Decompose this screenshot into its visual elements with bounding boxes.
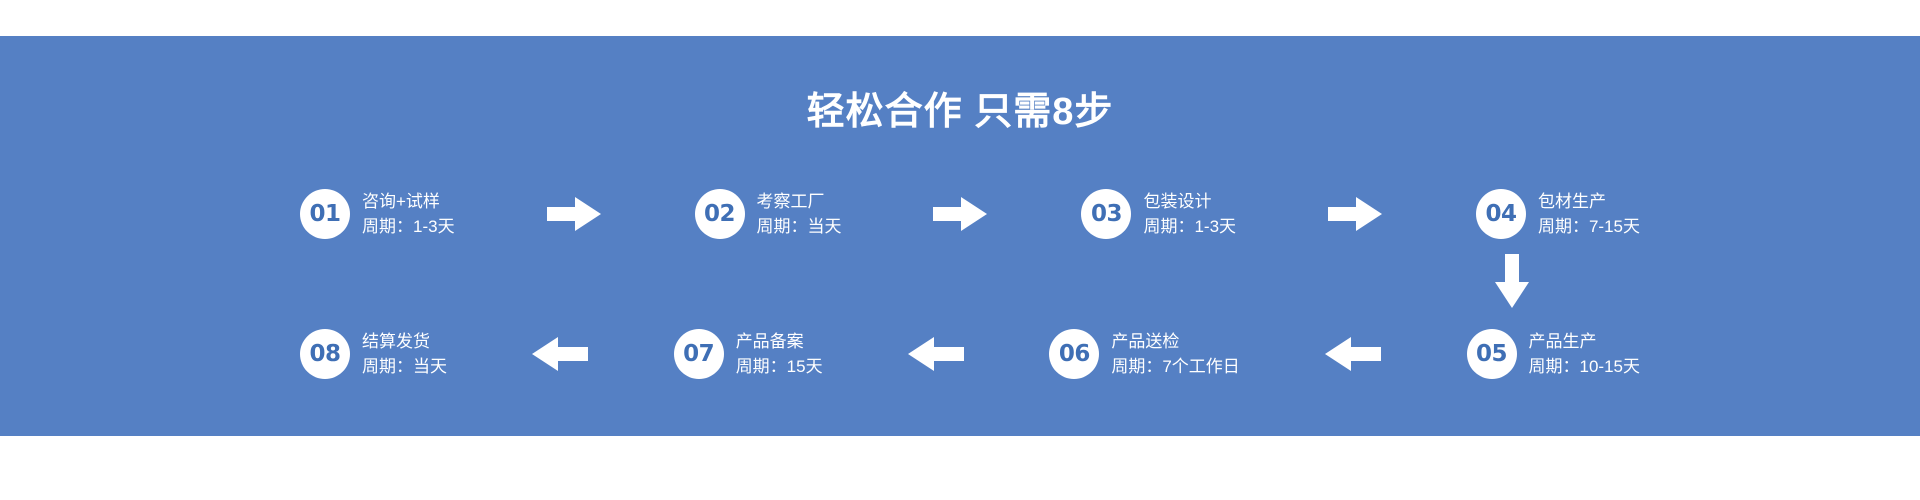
arrow-down-icon — [1495, 254, 1529, 310]
step-item-08[interactable]: 08 结算发货 周期：当天 — [299, 329, 447, 379]
step-text-04: 包材生产 周期：7-15天 — [1538, 189, 1640, 239]
page-title: 轻松合作 只需8步 — [806, 91, 1114, 133]
arrow-left-icon-3 — [532, 337, 589, 371]
step-number-04: 04 — [1475, 189, 1526, 239]
step-item-01[interactable]: 01 咨询+试样 周期：1-3天 — [300, 189, 455, 239]
step-text-01: 咨询+试样 周期：1-3天 — [362, 189, 455, 239]
step-text-07: 产品备案 周期：15天 — [736, 329, 823, 379]
steps-row-bottom: 05 产品生产 周期：10-15天 06 产品送检 周期：7个工作日 — [299, 321, 1640, 387]
step-number-07: 07 — [673, 329, 724, 379]
step-item-03[interactable]: 03 包装设计 周期：1-3天 — [1081, 189, 1236, 239]
step-period-06: 周期：7个工作日 — [1111, 357, 1240, 376]
step-item-04[interactable]: 04 包材生产 周期：7-15天 — [1475, 189, 1640, 239]
step-name-04: 包材生产 — [1537, 192, 1606, 211]
blue-banner: 轻松合作 只需8步 01 咨询+试样 周期：1-3天 02 考察工厂 周期：当天 — [0, 36, 1920, 436]
step-text-08: 结算发货 周期：当天 — [362, 329, 447, 379]
step-item-02[interactable]: 02 考察工厂 周期：当天 — [694, 189, 842, 239]
steps-row-top: 01 咨询+试样 周期：1-3天 02 考察工厂 周期：当天 — [300, 181, 1640, 247]
arrow-left-icon-1 — [1325, 337, 1382, 371]
step-name-03: 包装设计 — [1143, 192, 1212, 211]
arrow-right-icon-1 — [546, 197, 603, 231]
step-text-05: 产品生产 周期：10-15天 — [1529, 329, 1640, 379]
step-period-07: 周期：15天 — [735, 357, 823, 376]
step-name-06: 产品送检 — [1111, 332, 1180, 351]
step-period-03: 周期：1-3天 — [1143, 217, 1237, 236]
step-name-01: 咨询+试样 — [362, 192, 440, 211]
step-item-06[interactable]: 06 产品送检 周期：7个工作日 — [1049, 329, 1240, 379]
step-number-03: 03 — [1081, 189, 1132, 239]
step-period-05: 周期：10-15天 — [1528, 357, 1640, 376]
step-name-02: 考察工厂 — [756, 192, 825, 211]
step-text-06: 产品送检 周期：7个工作日 — [1111, 329, 1239, 379]
step-period-01: 周期：1-3天 — [362, 217, 455, 236]
step-item-07[interactable]: 07 产品备案 周期：15天 — [673, 329, 823, 379]
step-text-03: 包装设计 周期：1-3天 — [1143, 189, 1236, 239]
step-number-05: 05 — [1466, 329, 1517, 379]
step-number-01: 01 — [300, 189, 350, 239]
step-number-06: 06 — [1049, 329, 1100, 379]
step-name-08: 结算发货 — [361, 332, 430, 351]
step-period-04: 周期：7-15天 — [1537, 217, 1640, 236]
step-item-05[interactable]: 05 产品生产 周期：10-15天 — [1466, 329, 1640, 379]
arrow-right-icon-3 — [1328, 197, 1384, 231]
step-name-07: 产品备案 — [735, 332, 804, 351]
arrow-left-icon-2 — [907, 337, 964, 371]
step-period-02: 周期：当天 — [756, 217, 842, 236]
step-number-02: 02 — [694, 189, 745, 239]
arrow-right-icon-2 — [933, 197, 989, 231]
step-name-05: 产品生产 — [1528, 332, 1597, 351]
step-number-08: 08 — [299, 329, 350, 379]
step-text-02: 考察工厂 周期：当天 — [757, 189, 842, 239]
step-period-08: 周期：当天 — [361, 357, 447, 376]
